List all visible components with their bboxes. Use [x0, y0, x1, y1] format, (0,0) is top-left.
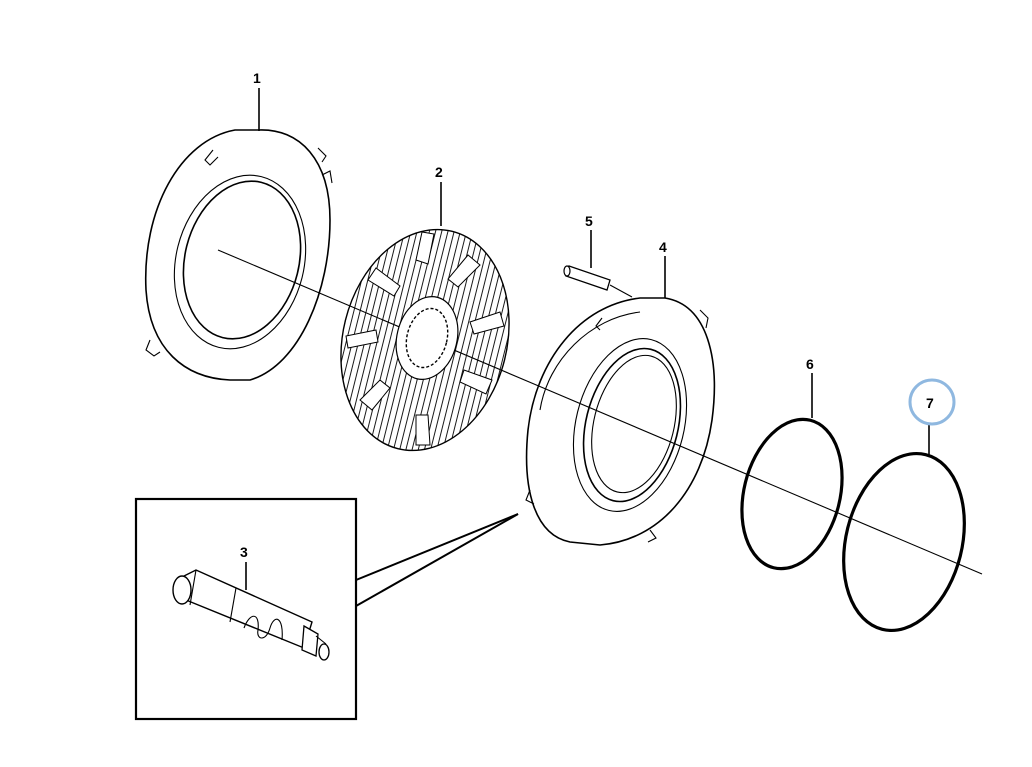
- part-1-separator-plate[interactable]: [144, 129, 333, 381]
- callout-label-6: 6: [806, 356, 814, 372]
- part-7-o-ring[interactable]: [826, 441, 982, 644]
- callout-label-4: 4: [659, 239, 667, 255]
- assembly-axis-line: [217, 249, 983, 575]
- callout-label-7: 7: [926, 395, 934, 411]
- callout-label-2: 2: [435, 164, 443, 180]
- part-5-pin[interactable]: [563, 265, 633, 298]
- callout-label-5: 5: [585, 213, 593, 229]
- detail-inset-frame: [134, 497, 358, 721]
- part-3-spring-pin[interactable]: [172, 569, 330, 661]
- part-2-friction-disc[interactable]: [318, 211, 531, 468]
- part-6-o-ring[interactable]: [727, 409, 857, 580]
- callout-label-1: 1: [253, 70, 261, 86]
- detail-pointer-edge-top: [355, 513, 519, 581]
- detail-pointer: [356, 500, 518, 580]
- callout-7-highlight-circle[interactable]: [908, 378, 956, 426]
- detail-pointer-edge-bottom: [355, 513, 519, 607]
- callout-label-3: 3: [240, 544, 248, 560]
- part-4-piston-plate[interactable]: [525, 297, 716, 546]
